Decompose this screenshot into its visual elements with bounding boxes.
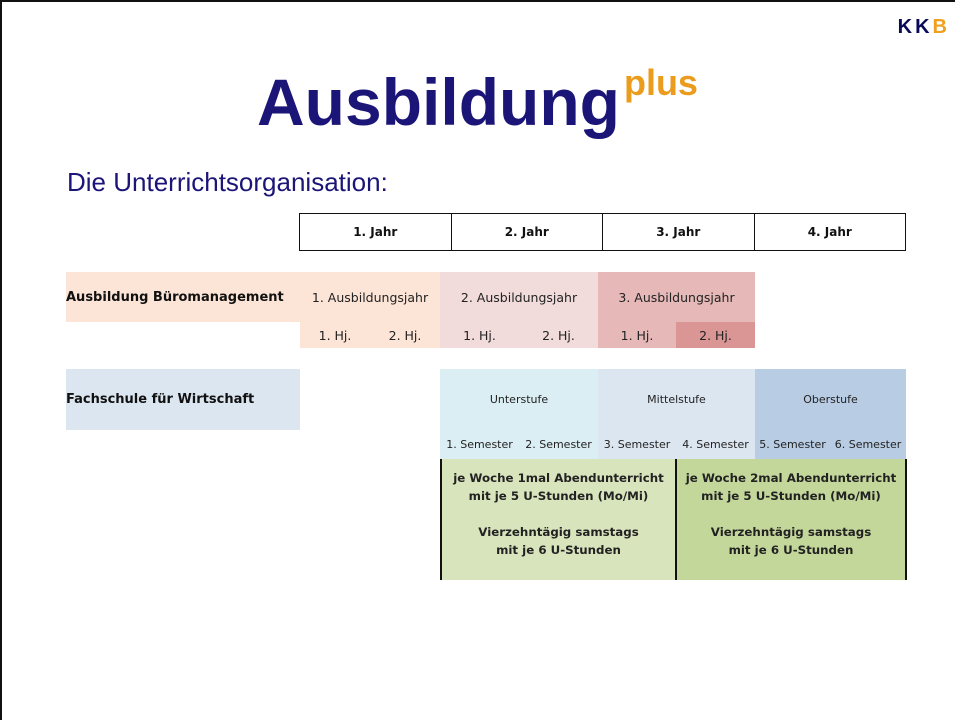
halbjahr-2: 2. Hj. <box>370 322 440 348</box>
schedule-box-1: je Woche 1mal Abendunterricht mit je 5 U… <box>440 459 677 580</box>
oberstufe: Oberstufe <box>755 369 906 430</box>
mittelstufe: Mittelstufe <box>598 369 755 430</box>
semester-6: 6. Semester <box>830 430 906 459</box>
year-1: 1. Jahr <box>300 214 452 250</box>
schedule-1-line-3: Vierzehntägig samstags <box>478 525 639 539</box>
ausbildungsjahr-3: 3. Ausbildungsjahr <box>598 272 755 322</box>
schedule-1-line-2: mit je 5 U-Stunden (Mo/Mi) <box>468 489 649 503</box>
halbjahr-4: 2. Hj. <box>519 322 598 348</box>
year-4: 4. Jahr <box>807 225 852 239</box>
schedule-2-line-4: mit je 6 U-Stunden <box>728 543 854 557</box>
title-superscript: plus <box>623 62 698 103</box>
schedule-2-line-1: je Woche 2mal Abendunterricht <box>685 471 897 485</box>
semester-1: 1. Semester <box>440 430 519 459</box>
semester-3: 3. Semester <box>598 430 676 459</box>
schedule-1-line-1: je Woche 1mal Abendunterricht <box>453 471 664 485</box>
halbjahr-1: 1. Hj. <box>300 322 370 348</box>
ausbildung-label: Ausbildung Büromanagement <box>66 272 300 322</box>
halbjahr-5: 1. Hj. <box>598 322 676 348</box>
ausbildungsjahr-1: 1. Ausbildungsjahr <box>300 272 440 322</box>
logo-letter-b: B <box>932 16 947 38</box>
schedule-box-2: je Woche 2mal Abendunterricht mit je 5 U… <box>677 459 907 580</box>
unterstufe: Unterstufe <box>440 369 598 430</box>
logo-letter-k1: K <box>897 16 913 38</box>
halbjahr-6: 2. Hj. <box>676 322 755 348</box>
fachschule-label: Fachschule für Wirtschaft <box>66 369 300 430</box>
years-header: 1. Jahr 2. Jahr 3. Jahr 4. Jahr <box>299 213 906 251</box>
schedule-2-line-3: Vierzehntägig samstags <box>710 525 872 539</box>
year-2: 2. Jahr <box>452 214 603 250</box>
title-main: Ausbildung <box>257 65 620 139</box>
subtitle: Die Unterrichtsorganisation: <box>67 167 388 197</box>
semester-5: 5. Semester <box>755 430 830 459</box>
kkb-logo: K K B <box>898 16 947 38</box>
semester-4: 4. Semester <box>676 430 755 459</box>
schedule-1-line-4: mit je 6 U-Stunden <box>496 543 621 557</box>
logo-letter-k2: K <box>915 16 930 38</box>
schedule-2-line-2: mit je 5 U-Stunden (Mo/Mi) <box>701 489 881 503</box>
ausbildungsjahr-2: 2. Ausbildungsjahr <box>440 272 598 322</box>
semester-2: 2. Semester <box>519 430 598 459</box>
halbjahr-3: 1. Hj. <box>440 322 519 348</box>
year-3: 3. Jahr <box>603 214 755 250</box>
